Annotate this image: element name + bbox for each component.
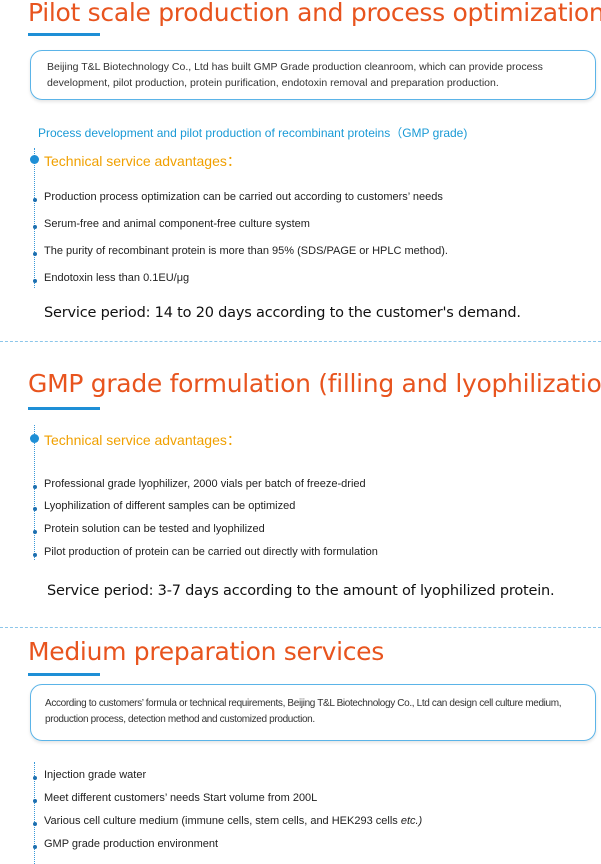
list-item-etc: etc.) <box>400 815 423 827</box>
section2-advantages-label: Technical service advantages： <box>44 432 241 448</box>
list-item: Serum-free and animal component-free cul… <box>44 218 310 230</box>
list-item-text: Various cell culture medium (immune cell… <box>44 815 401 827</box>
section1-intro-box: Beijing T&L Biotechnology Co., Ltd has b… <box>30 50 596 100</box>
section1-advantages-label: Technical service advantages： <box>44 153 241 169</box>
section2-underline <box>28 407 100 410</box>
bullet-dot <box>33 507 37 511</box>
section3-intro-box: According to customers’ formula or techn… <box>30 684 596 741</box>
section1-title: Pilot scale production and process optim… <box>28 0 601 27</box>
section-divider <box>0 341 601 342</box>
list-item: Lyophilization of different samples can … <box>44 500 296 512</box>
bullet-dot <box>33 279 37 283</box>
bullet-dot <box>33 225 37 229</box>
list-item: Professional grade lyophilizer, 2000 via… <box>44 478 366 490</box>
list-item: Protein solution can be tested and lyoph… <box>44 523 265 535</box>
list-item: Meet different customers’ needs Start vo… <box>44 792 318 804</box>
section1-timeline <box>34 148 35 288</box>
section3-underline <box>28 673 100 676</box>
list-item: Endotoxin less than 0.1EU/μg <box>44 272 190 284</box>
list-item: Various cell culture medium (immune cell… <box>44 815 422 827</box>
bullet-dot <box>33 799 37 803</box>
list-item: Injection grade water <box>44 769 147 781</box>
section2-service-period: Service period: 3-7 days according to th… <box>47 583 555 599</box>
section1-intro-text: Beijing T&L Biotechnology Co., Ltd has b… <box>47 61 543 89</box>
bullet-dot <box>33 553 37 557</box>
bullet-dot <box>33 822 37 826</box>
section2-advantages-dot <box>30 434 39 443</box>
bullet-dot <box>33 845 37 849</box>
bullet-dot <box>33 252 37 256</box>
list-item: Pilot production of protein can be carri… <box>44 546 378 558</box>
section1-subhead: Process development and pilot production… <box>38 126 468 140</box>
section1-advantages-dot <box>30 155 39 164</box>
bullet-dot <box>33 485 37 489</box>
bullet-dot <box>33 198 37 202</box>
section2-timeline <box>34 425 35 560</box>
section3-intro-text: According to customers’ formula or techn… <box>45 698 562 725</box>
bullet-dot <box>33 776 37 780</box>
list-item: The purity of recombinant protein is mor… <box>44 245 448 257</box>
list-item: GMP grade production environment <box>44 838 219 850</box>
section3-timeline <box>34 762 35 864</box>
section-divider <box>0 627 601 628</box>
section1-underline <box>28 33 100 36</box>
section3-title: Medium preparation services <box>28 637 384 666</box>
section2-title: GMP grade formulation (filling and lyoph… <box>28 369 601 398</box>
list-item: Production process optimization can be c… <box>44 191 443 203</box>
bullet-dot <box>33 530 37 534</box>
section1-service-period: Service period: 14 to 20 days according … <box>44 305 521 321</box>
